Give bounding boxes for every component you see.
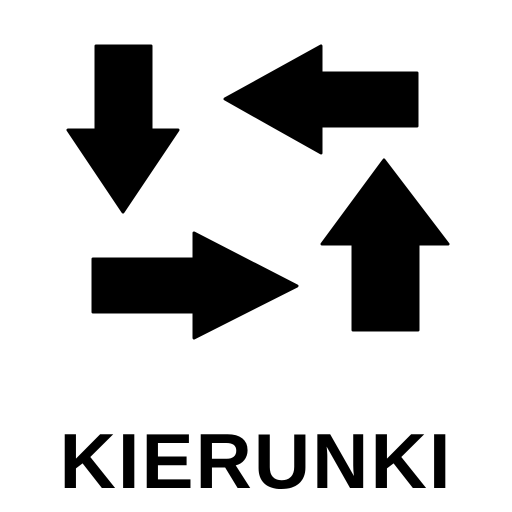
arrow-up-icon (320, 158, 450, 332)
arrows-group (66, 44, 450, 340)
sign-title: KIERUNKI (59, 417, 453, 505)
arrow-left-icon (223, 44, 419, 155)
arrow-right-icon (91, 231, 299, 340)
arrow-down-icon (66, 44, 180, 214)
